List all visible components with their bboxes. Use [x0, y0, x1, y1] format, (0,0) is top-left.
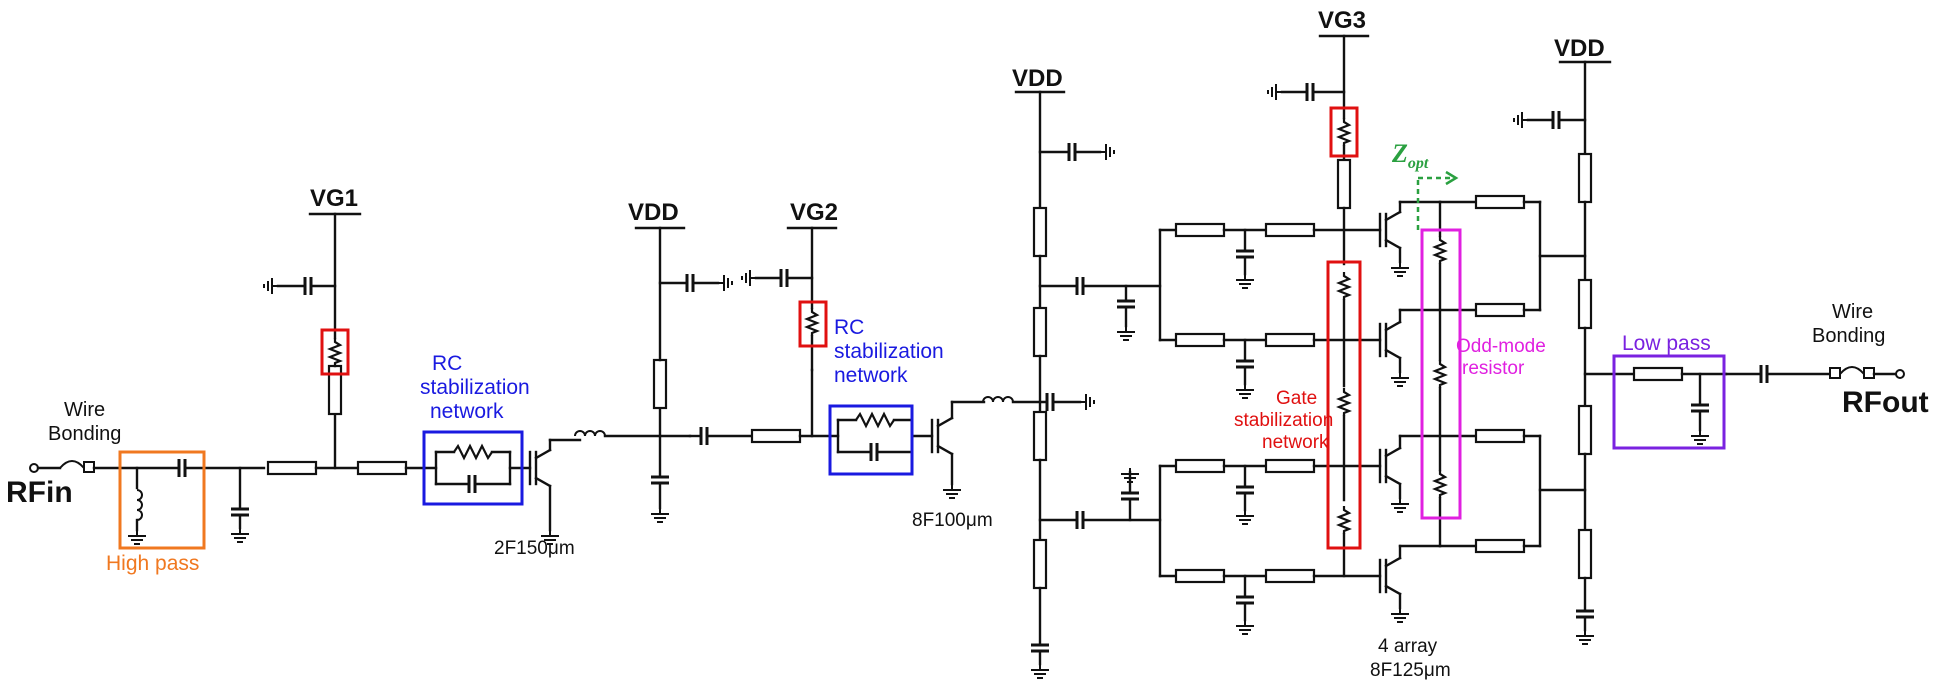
odd-mode-line2: resistor: [1462, 358, 1525, 379]
wire-bond-out-icon: [1839, 366, 1865, 375]
low-pass-label: Low pass: [1622, 332, 1711, 355]
device-output-line2: 8F125μm: [1370, 660, 1451, 681]
stab-resistor-box-vg2: [798, 300, 828, 348]
gate-stab-line2: stabilization: [1234, 410, 1333, 431]
gate-stab-line3: network: [1262, 432, 1329, 453]
device-output-line1: 4 array: [1378, 636, 1438, 657]
wire-bonding-in-label-1: Wire: [64, 399, 105, 421]
input-section: [29, 457, 266, 545]
device-stage1-label: 2F150μm: [494, 538, 575, 559]
rc-stab-2-line3: network: [834, 364, 908, 387]
rc-stab-1-line1: RC: [432, 352, 462, 375]
high-pass-box: [118, 450, 206, 550]
rc-stab-2-line2: stabilization: [834, 340, 944, 363]
vdd-stage1-label: VDD: [628, 199, 679, 226]
gate-stab-network-box: [1326, 260, 1362, 550]
vdd-output-label: VDD: [1554, 35, 1605, 62]
wire-bonding-in-label-2: Bonding: [48, 423, 121, 445]
vg3-label: VG3: [1318, 7, 1366, 34]
output-vdd-bus: [1513, 60, 1905, 645]
gate-stab-line1: Gate: [1276, 388, 1317, 409]
rc-stab-1-line2: stabilization: [420, 376, 530, 399]
vdd-stage2-label: VDD: [1012, 65, 1063, 92]
vg1-label: VG1: [310, 185, 358, 212]
rc-network-box-1: [422, 430, 524, 506]
wire-bond-in-icon: [59, 460, 85, 469]
output-transistor-array: [1378, 194, 1587, 623]
wire-bonding-out-label-1: Wire: [1832, 301, 1873, 323]
stage1: [263, 212, 840, 545]
vg2-label: VG2: [790, 199, 838, 226]
wire-bonding-out-label-2: Bonding: [1812, 325, 1885, 347]
rf-out-label: RFout: [1842, 386, 1929, 419]
rc-stab-2-line1: RC: [834, 316, 864, 339]
vdd-bus-2: [1014, 90, 1162, 679]
low-pass-box: [1612, 354, 1726, 450]
z-opt-label: Zopt: [1391, 139, 1429, 172]
device-stage2-label: 8F100μm: [912, 510, 993, 531]
z-opt-arrow-icon: [1416, 170, 1459, 230]
rc-stab-1-line3: network: [430, 400, 504, 423]
stab-resistor-box-vg3: [1329, 106, 1359, 158]
high-pass-label: High pass: [106, 552, 199, 575]
rf-out-terminal: [1895, 369, 1905, 379]
gate-feed-network: [1158, 222, 1382, 635]
odd-mode-line1: Odd-mode: [1456, 336, 1546, 357]
vg3-gate-bias: [1267, 34, 1370, 578]
odd-mode-resistor-box: [1420, 228, 1462, 520]
stab-resistor-box-vg1: [320, 328, 350, 376]
rf-in-label: RFin: [6, 476, 73, 509]
rc-network-box-2: [828, 404, 914, 476]
